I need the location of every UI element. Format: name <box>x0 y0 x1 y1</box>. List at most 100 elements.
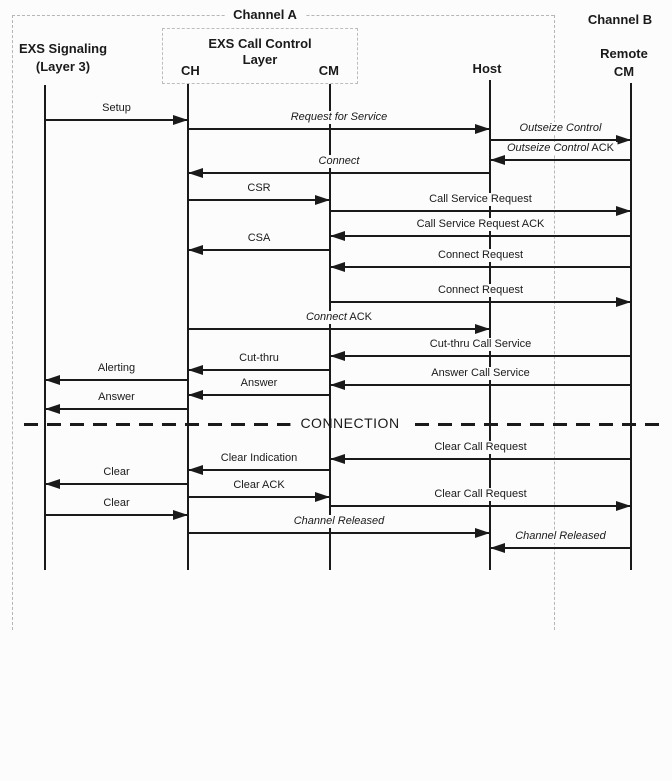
message-label: Connect Request <box>435 249 526 262</box>
message-line <box>188 249 330 251</box>
arrowhead-left <box>45 375 60 385</box>
message-line <box>330 301 631 303</box>
arrowhead-right <box>616 135 631 145</box>
message-line <box>45 119 188 121</box>
message-line <box>188 328 490 330</box>
arrowhead-left <box>188 168 203 178</box>
message-line <box>330 458 631 460</box>
message-line <box>490 159 631 161</box>
message-label: Connect Request <box>435 284 526 297</box>
message-line <box>330 210 631 212</box>
message-line <box>330 384 631 386</box>
message-label: Channel Released <box>290 515 388 528</box>
arrowhead-left <box>188 245 203 255</box>
message-label-italic-part: Outseize Control <box>519 122 602 134</box>
remote-cm-line1: Remote <box>600 46 648 61</box>
message-line <box>188 532 490 534</box>
message-label: Channel Released <box>512 530 609 543</box>
arrowhead-right <box>616 297 631 307</box>
exs-call-control-box: EXS Call Control Layer CH CM <box>162 28 358 84</box>
message-label-italic-part: Outseize Control <box>506 142 589 154</box>
message-line <box>45 379 188 381</box>
arrowhead-right <box>173 510 188 520</box>
message-line <box>490 547 631 549</box>
message-label: Clear <box>100 497 133 510</box>
lifeline-rcm <box>630 83 632 570</box>
message-label: Clear Call Request <box>431 441 530 454</box>
arrowhead-left <box>188 390 203 400</box>
message-label: Answer <box>95 391 138 404</box>
arrowhead-left <box>330 351 345 361</box>
exs-signaling-line1: EXS Signaling <box>18 41 108 56</box>
message-label-italic-part: Request for Service <box>290 111 388 123</box>
message-line <box>330 266 631 268</box>
exs-signaling-label: EXS Signaling (Layer 3) <box>19 40 107 76</box>
message-line <box>490 139 631 141</box>
cm-port-label: CM <box>318 63 339 78</box>
exs-signaling-line2: (Layer 3) <box>35 59 91 74</box>
message-label: Cut-thru <box>236 352 282 365</box>
message-line <box>330 355 631 357</box>
message-label: Outseize Control <box>516 122 605 135</box>
arrowhead-right <box>315 195 330 205</box>
message-label-italic-part: Connect <box>318 155 360 167</box>
message-label: Call Service Request <box>426 193 535 206</box>
control-box-title-line1: EXS Call Control <box>208 36 312 51</box>
arrowhead-left <box>188 365 203 375</box>
channel-b-label: Channel B <box>587 12 653 27</box>
message-line <box>45 408 188 410</box>
message-label: Clear Indication <box>217 452 301 465</box>
arrowhead-left <box>45 404 60 414</box>
message-line <box>45 514 188 516</box>
arrowhead-right <box>616 501 631 511</box>
message-line <box>188 128 490 130</box>
message-label: Alerting <box>94 362 139 375</box>
channel-a-boundary-left <box>12 15 13 630</box>
message-line <box>188 199 330 201</box>
lifeline-ch <box>187 84 189 570</box>
message-label: Answer Call Service <box>428 367 533 380</box>
message-line <box>330 235 631 237</box>
arrowhead-left <box>330 262 345 272</box>
ch-port-label: CH <box>181 63 200 78</box>
channel-a-label: Channel A <box>225 7 305 22</box>
host-label: Host <box>472 61 502 76</box>
arrowhead-left <box>330 380 345 390</box>
message-label: Call Service Request ACK <box>413 218 548 231</box>
connection-label: CONNECTION <box>290 415 410 432</box>
arrowhead-right <box>475 324 490 334</box>
arrowhead-right <box>315 492 330 502</box>
message-line <box>188 496 330 498</box>
remote-cm-label: Remote CM <box>600 45 648 81</box>
message-label: Request for Service <box>287 111 391 124</box>
message-label: Connect ACK <box>302 311 376 324</box>
message-line <box>188 172 490 174</box>
remote-cm-line2: CM <box>613 64 635 79</box>
arrowhead-right <box>173 115 188 125</box>
message-line <box>188 469 330 471</box>
message-label-italic-part: Channel Released <box>515 530 606 542</box>
arrowhead-left <box>330 454 345 464</box>
control-box-title-line2: Layer <box>242 52 278 67</box>
message-label: Setup <box>99 102 134 115</box>
channel-a-b-divider <box>554 15 555 630</box>
message-label: Clear <box>100 466 133 479</box>
arrowhead-right <box>475 124 490 134</box>
message-label: Answer <box>237 377 281 390</box>
message-label: Clear ACK <box>230 479 288 492</box>
lifeline-cm <box>329 84 331 570</box>
message-line <box>330 505 631 507</box>
message-label: CSA <box>244 232 274 245</box>
arrowhead-left <box>188 465 203 475</box>
lifeline-host <box>489 80 491 570</box>
message-label: CSR <box>244 182 274 195</box>
arrowhead-right <box>616 206 631 216</box>
message-label-italic-part: Connect <box>305 311 347 323</box>
arrowhead-right <box>475 528 490 538</box>
lifeline-exs <box>44 85 46 570</box>
message-label: Outseize Control ACK <box>503 142 618 155</box>
message-label: Clear Call Request <box>431 488 530 501</box>
arrowhead-left <box>490 155 505 165</box>
message-label: Cut-thru Call Service <box>426 338 535 351</box>
